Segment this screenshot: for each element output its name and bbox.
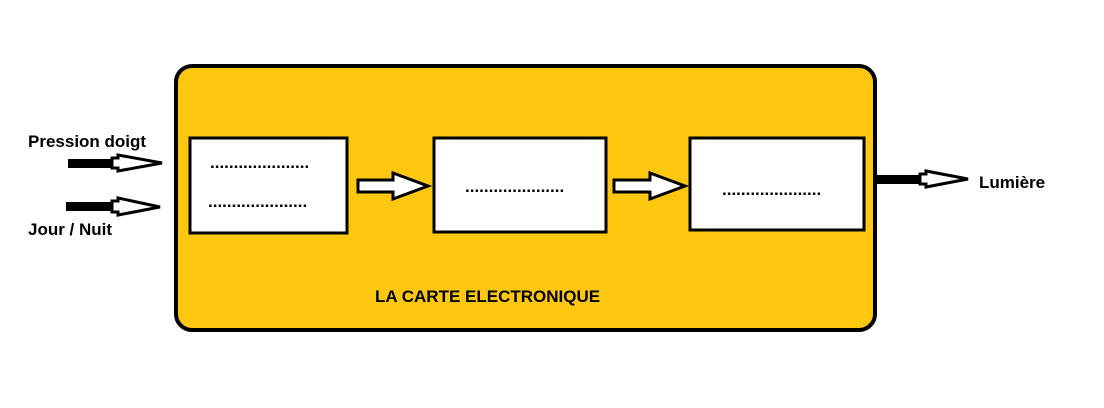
input-label-jour-nuit: Jour / Nuit <box>28 220 112 239</box>
block-2-box <box>432 136 608 234</box>
output-label-lumiere: Lumière <box>979 173 1045 192</box>
block-1-line-2: ..................... <box>208 192 307 211</box>
block-3: ..................... <box>688 136 866 232</box>
block-3-line-1: ..................... <box>722 180 821 199</box>
block-2: ..................... <box>432 136 608 234</box>
input-arrow-pression <box>68 153 163 173</box>
arrow-block1-to-block2 <box>356 170 433 202</box>
output-arrow-lumiere <box>876 169 969 189</box>
block-1: ..................... ..................… <box>188 136 349 235</box>
block-2-line-1: ..................... <box>465 177 564 196</box>
input-arrow-jour-nuit <box>66 196 161 217</box>
board-title: LA CARTE ELECTRONIQUE <box>375 287 600 306</box>
arrow-block2-to-block3 <box>612 170 690 202</box>
block-1-line-1: ..................... <box>210 153 309 172</box>
block-1-box <box>188 136 349 235</box>
block-3-box <box>688 136 866 232</box>
input-label-pression-doigt: Pression doigt <box>28 132 146 151</box>
